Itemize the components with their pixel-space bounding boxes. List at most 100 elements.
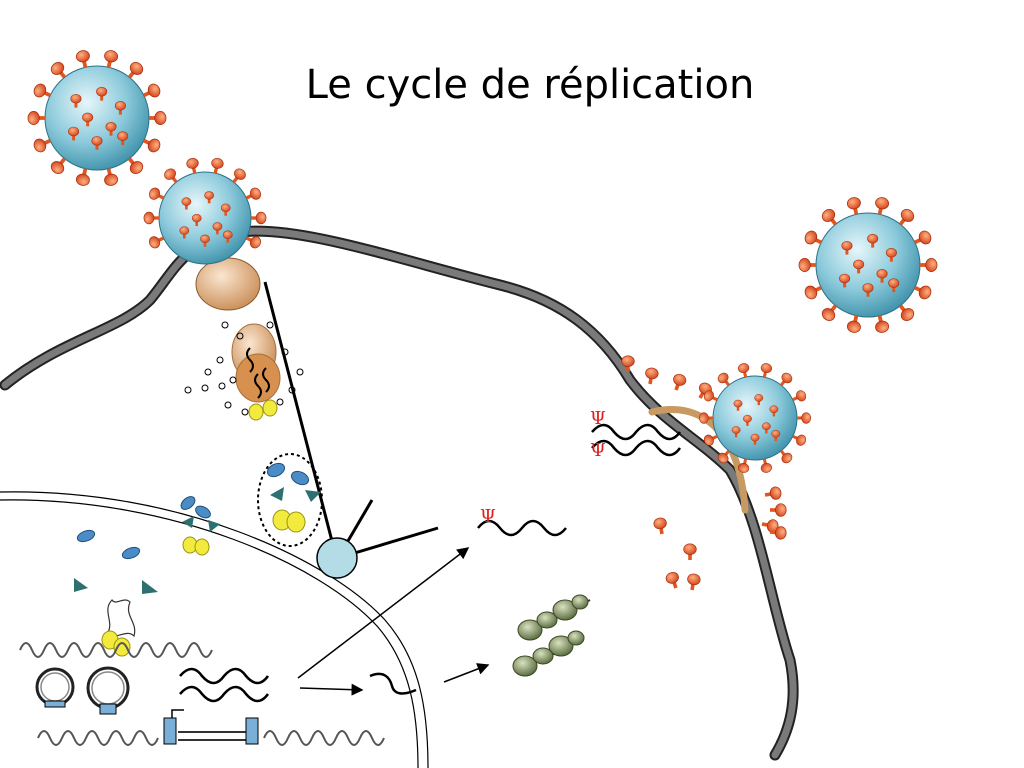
ribosome-icon — [517, 594, 591, 641]
spike-glycoprotein-icon — [821, 304, 838, 321]
spike-glycoprotein-icon — [143, 83, 161, 98]
spike-glycoprotein-icon — [898, 304, 915, 321]
pre-integration-complex — [257, 453, 323, 547]
spike-glycoprotein-icon — [33, 83, 51, 98]
spike-glycoprotein-icon — [164, 168, 178, 184]
rna-strand-icon — [477, 519, 567, 537]
spike-glycoprotein-icon — [846, 315, 861, 333]
spike-glycoprotein-icon — [181, 197, 192, 210]
spike-glycoprotein-icon — [179, 226, 190, 239]
spike-glycoprotein-icon — [760, 363, 773, 378]
spike-glycoprotein-icon — [149, 111, 167, 125]
spike-glycoprotein-icon — [717, 449, 731, 464]
nuclear-pore — [316, 499, 439, 579]
spike-glycoprotein-icon — [750, 433, 760, 445]
spike-glycoprotein-icon — [212, 222, 223, 235]
spike-glycoprotein-icon — [769, 405, 779, 417]
spike-glycoprotein-icon — [733, 399, 743, 411]
psi-packaging-signal: Ψ — [590, 440, 606, 461]
spike-glycoprotein-icon — [143, 211, 159, 225]
spike-glycoprotein-icon — [888, 278, 900, 293]
spike-glycoprotein-icon — [703, 434, 718, 446]
spike-glycoprotein-icon — [771, 429, 781, 442]
plasmid-icon — [86, 666, 130, 715]
spike-glycoprotein-icon — [653, 517, 667, 535]
spike-glycoprotein-icon — [737, 458, 750, 473]
nuclear-import-complex — [180, 496, 220, 556]
spike-glycoprotein-icon — [875, 197, 890, 215]
spike-glycoprotein-icon — [703, 390, 718, 402]
spike-glycoprotein-icon — [148, 236, 165, 249]
spike-glycoprotein-icon — [698, 412, 713, 424]
integration-complex — [101, 599, 136, 657]
endosome-icon — [195, 257, 261, 311]
spike-glycoprotein-icon — [914, 230, 932, 245]
spike-glycoprotein-icon — [211, 157, 224, 174]
spike-glycoprotein-icon — [117, 131, 129, 146]
spike-glycoprotein-icon — [876, 269, 888, 283]
spike-glycoprotein-icon — [821, 209, 838, 226]
spike-glycoprotein-icon — [220, 203, 231, 216]
spike-glycoprotein-icon — [804, 285, 822, 300]
spike-glycoprotein-icon — [127, 157, 144, 174]
spike-glycoprotein-icon — [764, 486, 782, 500]
spike-glycoprotein-icon — [853, 259, 865, 274]
spike-glycoprotein-icon — [245, 187, 262, 200]
splicing-arrow — [299, 683, 364, 696]
spike-glycoprotein-icon — [621, 355, 635, 372]
spike-glycoprotein-icon — [761, 422, 771, 434]
plasmid-icon — [35, 667, 75, 708]
spike-glycoprotein-icon — [204, 191, 215, 204]
virus-particle-icon — [698, 363, 812, 473]
psi-packaging-signal: Ψ — [480, 506, 496, 527]
spike-glycoprotein-icon — [191, 213, 202, 227]
spike-glycoprotein-icon — [645, 367, 659, 385]
genomic-rna-dimer — [591, 423, 682, 457]
spike-glycoprotein-icon — [862, 283, 874, 297]
spike-glycoprotein-icon — [222, 230, 233, 243]
spike-glycoprotein-icon — [779, 449, 793, 464]
spike-glycoprotein-icon — [68, 126, 80, 141]
spike-glycoprotein-icon — [717, 372, 731, 387]
spike-glycoprotein-icon — [245, 236, 262, 249]
spike-glycoprotein-icon — [50, 62, 67, 79]
spike-glycoprotein-icon — [143, 138, 161, 153]
spike-glycoprotein-icon — [760, 458, 773, 473]
spike-glycoprotein-icon — [70, 93, 82, 108]
spike-glycoprotein-icon — [804, 230, 822, 245]
spike-glycoprotein-icon — [683, 543, 697, 560]
spike-glycoprotein-icon — [875, 315, 890, 333]
spike-glycoprotein-icon — [792, 390, 807, 402]
translation-arrow — [443, 663, 490, 683]
spike-glycoprotein-icon — [885, 247, 897, 262]
spike-glycoprotein-icon — [96, 86, 108, 101]
spike-glycoprotein-icon — [898, 209, 915, 226]
spike-glycoprotein-icon — [769, 526, 787, 540]
spike-glycoprotein-icon — [105, 122, 117, 136]
spike-glycoprotein-icon — [251, 211, 267, 225]
nuclear-envelope — [0, 491, 429, 768]
provirus-ltr-markers — [163, 709, 259, 745]
spike-glycoprotein-icon — [75, 168, 90, 186]
spike-glycoprotein-icon — [200, 234, 210, 247]
free-viral-proteins — [74, 529, 158, 594]
spike-glycoprotein-icon — [846, 197, 861, 215]
spike-glycoprotein-icon — [104, 50, 119, 68]
spike-glycoprotein-icon — [798, 258, 816, 272]
ribosome-icon — [512, 630, 585, 677]
spike-glycoprotein-icon — [797, 412, 812, 424]
spike-glycoprotein-icon — [779, 372, 793, 387]
spike-glycoprotein-icon — [232, 168, 246, 184]
psi-packaging-signal: Ψ — [590, 408, 606, 429]
spike-glycoprotein-icon — [673, 373, 687, 391]
spike-glycoprotein-icon — [75, 50, 90, 68]
virus-particle-icon — [798, 197, 938, 333]
spike-glycoprotein-icon — [33, 138, 51, 153]
dna-helix-icon — [37, 730, 385, 746]
spike-glycoprotein-icon — [770, 503, 787, 517]
dna-helix-icon — [19, 642, 213, 658]
uncoating-capsid — [184, 321, 304, 421]
spike-glycoprotein-icon — [731, 426, 741, 438]
virus-particle-icon — [143, 157, 267, 265]
spike-glycoprotein-icon — [792, 434, 807, 446]
